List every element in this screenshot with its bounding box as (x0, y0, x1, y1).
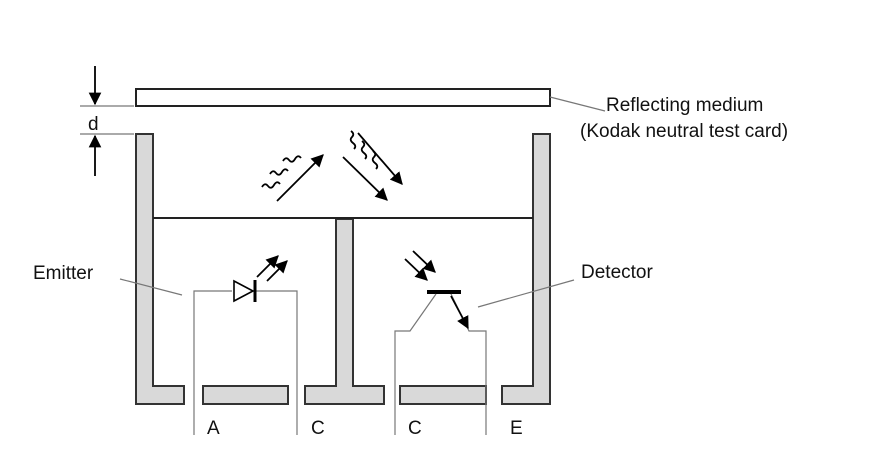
reflecting-medium-leader (549, 96, 606, 112)
distance-dimension (80, 66, 134, 176)
reflecting-medium-label: Reflecting medium (606, 95, 763, 116)
emitter-leader (119, 278, 183, 296)
reflecting-medium-note: (Kodak neutral test card) (580, 121, 788, 142)
emitter-led (193, 255, 298, 435)
pin-e-label: E (510, 418, 523, 439)
detector-leader (477, 279, 575, 308)
pin-a-label: A (207, 418, 220, 439)
sensor-housing (135, 133, 551, 405)
light-rays (261, 130, 403, 202)
pin-c-left-label: C (311, 418, 325, 439)
distance-label: d (88, 114, 99, 135)
reflecting-medium-bar (135, 88, 551, 107)
detector-phototransistor (394, 250, 487, 435)
detector-label: Detector (581, 262, 653, 283)
emitter-label: Emitter (33, 263, 94, 284)
pin-c-right-label: C (408, 418, 422, 439)
